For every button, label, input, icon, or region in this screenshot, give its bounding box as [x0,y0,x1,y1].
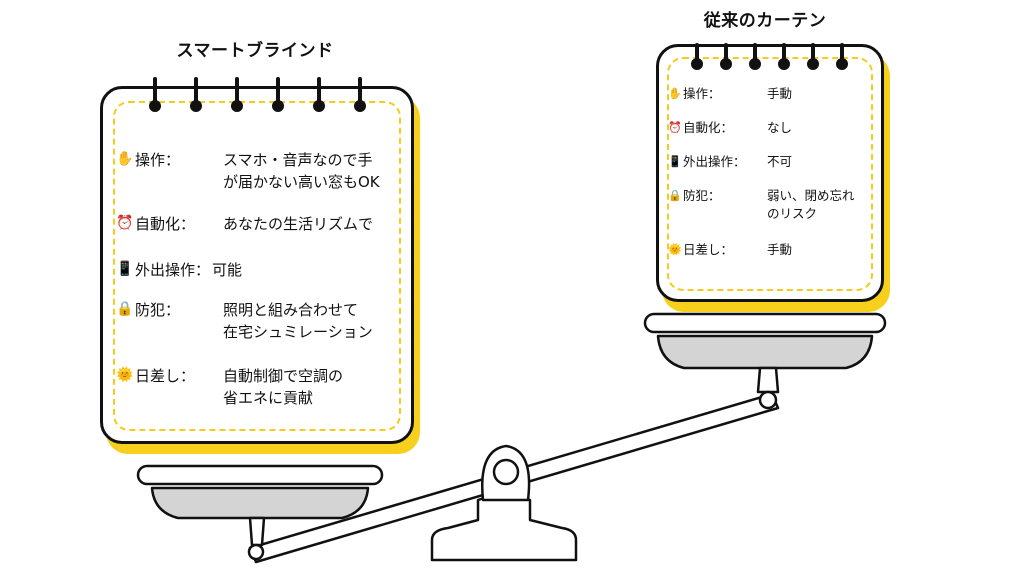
lock-icon: 🔒 [116,301,134,317]
left-pan-stem [248,516,266,547]
phone-icon: 📱 [116,261,134,277]
curtain-title: 従来のカーテン [703,11,827,31]
row-value: なし [767,120,793,135]
binder-ring [749,43,761,70]
binder-ring [720,43,732,70]
row-label: 防犯： [683,188,721,203]
sun-icon: 🌞 [668,243,682,256]
binder-ring [272,77,284,112]
binder-ring [313,77,325,112]
curtain-row-operation: ✋ 操作： 手動 [667,85,792,103]
binder-ring [836,43,848,70]
row-value: 可能 [212,261,243,279]
row-label: 日差し： [683,242,734,257]
left-pan-bowl [150,486,370,520]
smart-row-automation: ⏰ 自動化： あなたの生活リズムで [115,213,373,235]
curtain-row-remote: 📱 外出操作： 不可 [667,153,792,171]
row-value: 不可 [767,154,793,169]
alarm-clock-icon: ⏰ [668,121,682,134]
row-label: 外出操作： [135,261,211,279]
curtain-row-security: 🔒 防犯： 弱い、閉め忘れ のリスク [667,187,855,223]
row-value: 手動 [767,86,793,101]
row-label: 操作： [683,86,721,101]
row-label: 自動化： [135,215,196,233]
binder-ring [149,77,161,112]
binder-ring [354,77,366,112]
hand-icon: ✋ [116,151,134,167]
right-pan-stem [756,366,780,394]
row-label: 自動化： [683,120,734,135]
binder-ring [190,77,202,112]
phone-icon: 📱 [668,155,682,168]
row-label: 日差し： [135,367,196,385]
smart-row-operation: ✋ 操作： スマホ・音声なので手 が届かない高い窓もOK [115,149,380,193]
curtain-card: ✋ 操作： 手動 ⏰ 自動化： なし 📱 外出操作： 不可 🔒 防犯： 弱い、閉… [656,43,884,302]
smart-blind-title: スマートブラインド [176,41,334,61]
smart-row-remote: 📱 外出操作： 可能 [115,259,242,281]
curtain-row-sunlight: 🌞 日差し： 手動 [667,241,792,259]
binder-ring [807,43,819,70]
smart-blind-card: ✋ 操作： スマホ・音声なので手 が届かない高い窓もOK ⏰ 自動化： あなたの… [100,77,414,444]
row-value: 弱い、閉め忘れ のリスク [767,188,855,221]
row-label: 防犯： [135,301,181,319]
lock-icon: 🔒 [668,189,682,202]
binder-ring [231,77,243,112]
sun-icon: 🌞 [116,367,134,383]
binder-ring [691,43,703,70]
binder-ring [778,43,790,70]
curtain-row-automation: ⏰ 自動化： なし [667,119,792,137]
left-pan-rim [136,464,384,486]
hand-icon: ✋ [668,87,682,100]
smart-row-sunlight: 🌞 日差し： 自動制御で空調の 省エネに貢献 [115,365,343,409]
right-pan-bowl [656,334,874,370]
row-label: 操作： [135,151,181,169]
row-value: あなたの生活リズムで [223,215,374,233]
right-pan-rim [643,312,887,334]
smart-row-security: 🔒 防犯： 照明と組み合わせて 在宅シュミレーション [115,299,373,343]
row-value: スマホ・音声なので手 が届かない高い窓もOK [223,151,380,191]
row-value: 手動 [767,242,793,257]
row-label: 外出操作： [683,154,746,169]
row-value: 照明と組み合わせて 在宅シュミレーション [223,301,373,341]
alarm-clock-icon: ⏰ [116,215,134,231]
row-value: 自動制御で空調の 省エネに貢献 [223,367,344,407]
